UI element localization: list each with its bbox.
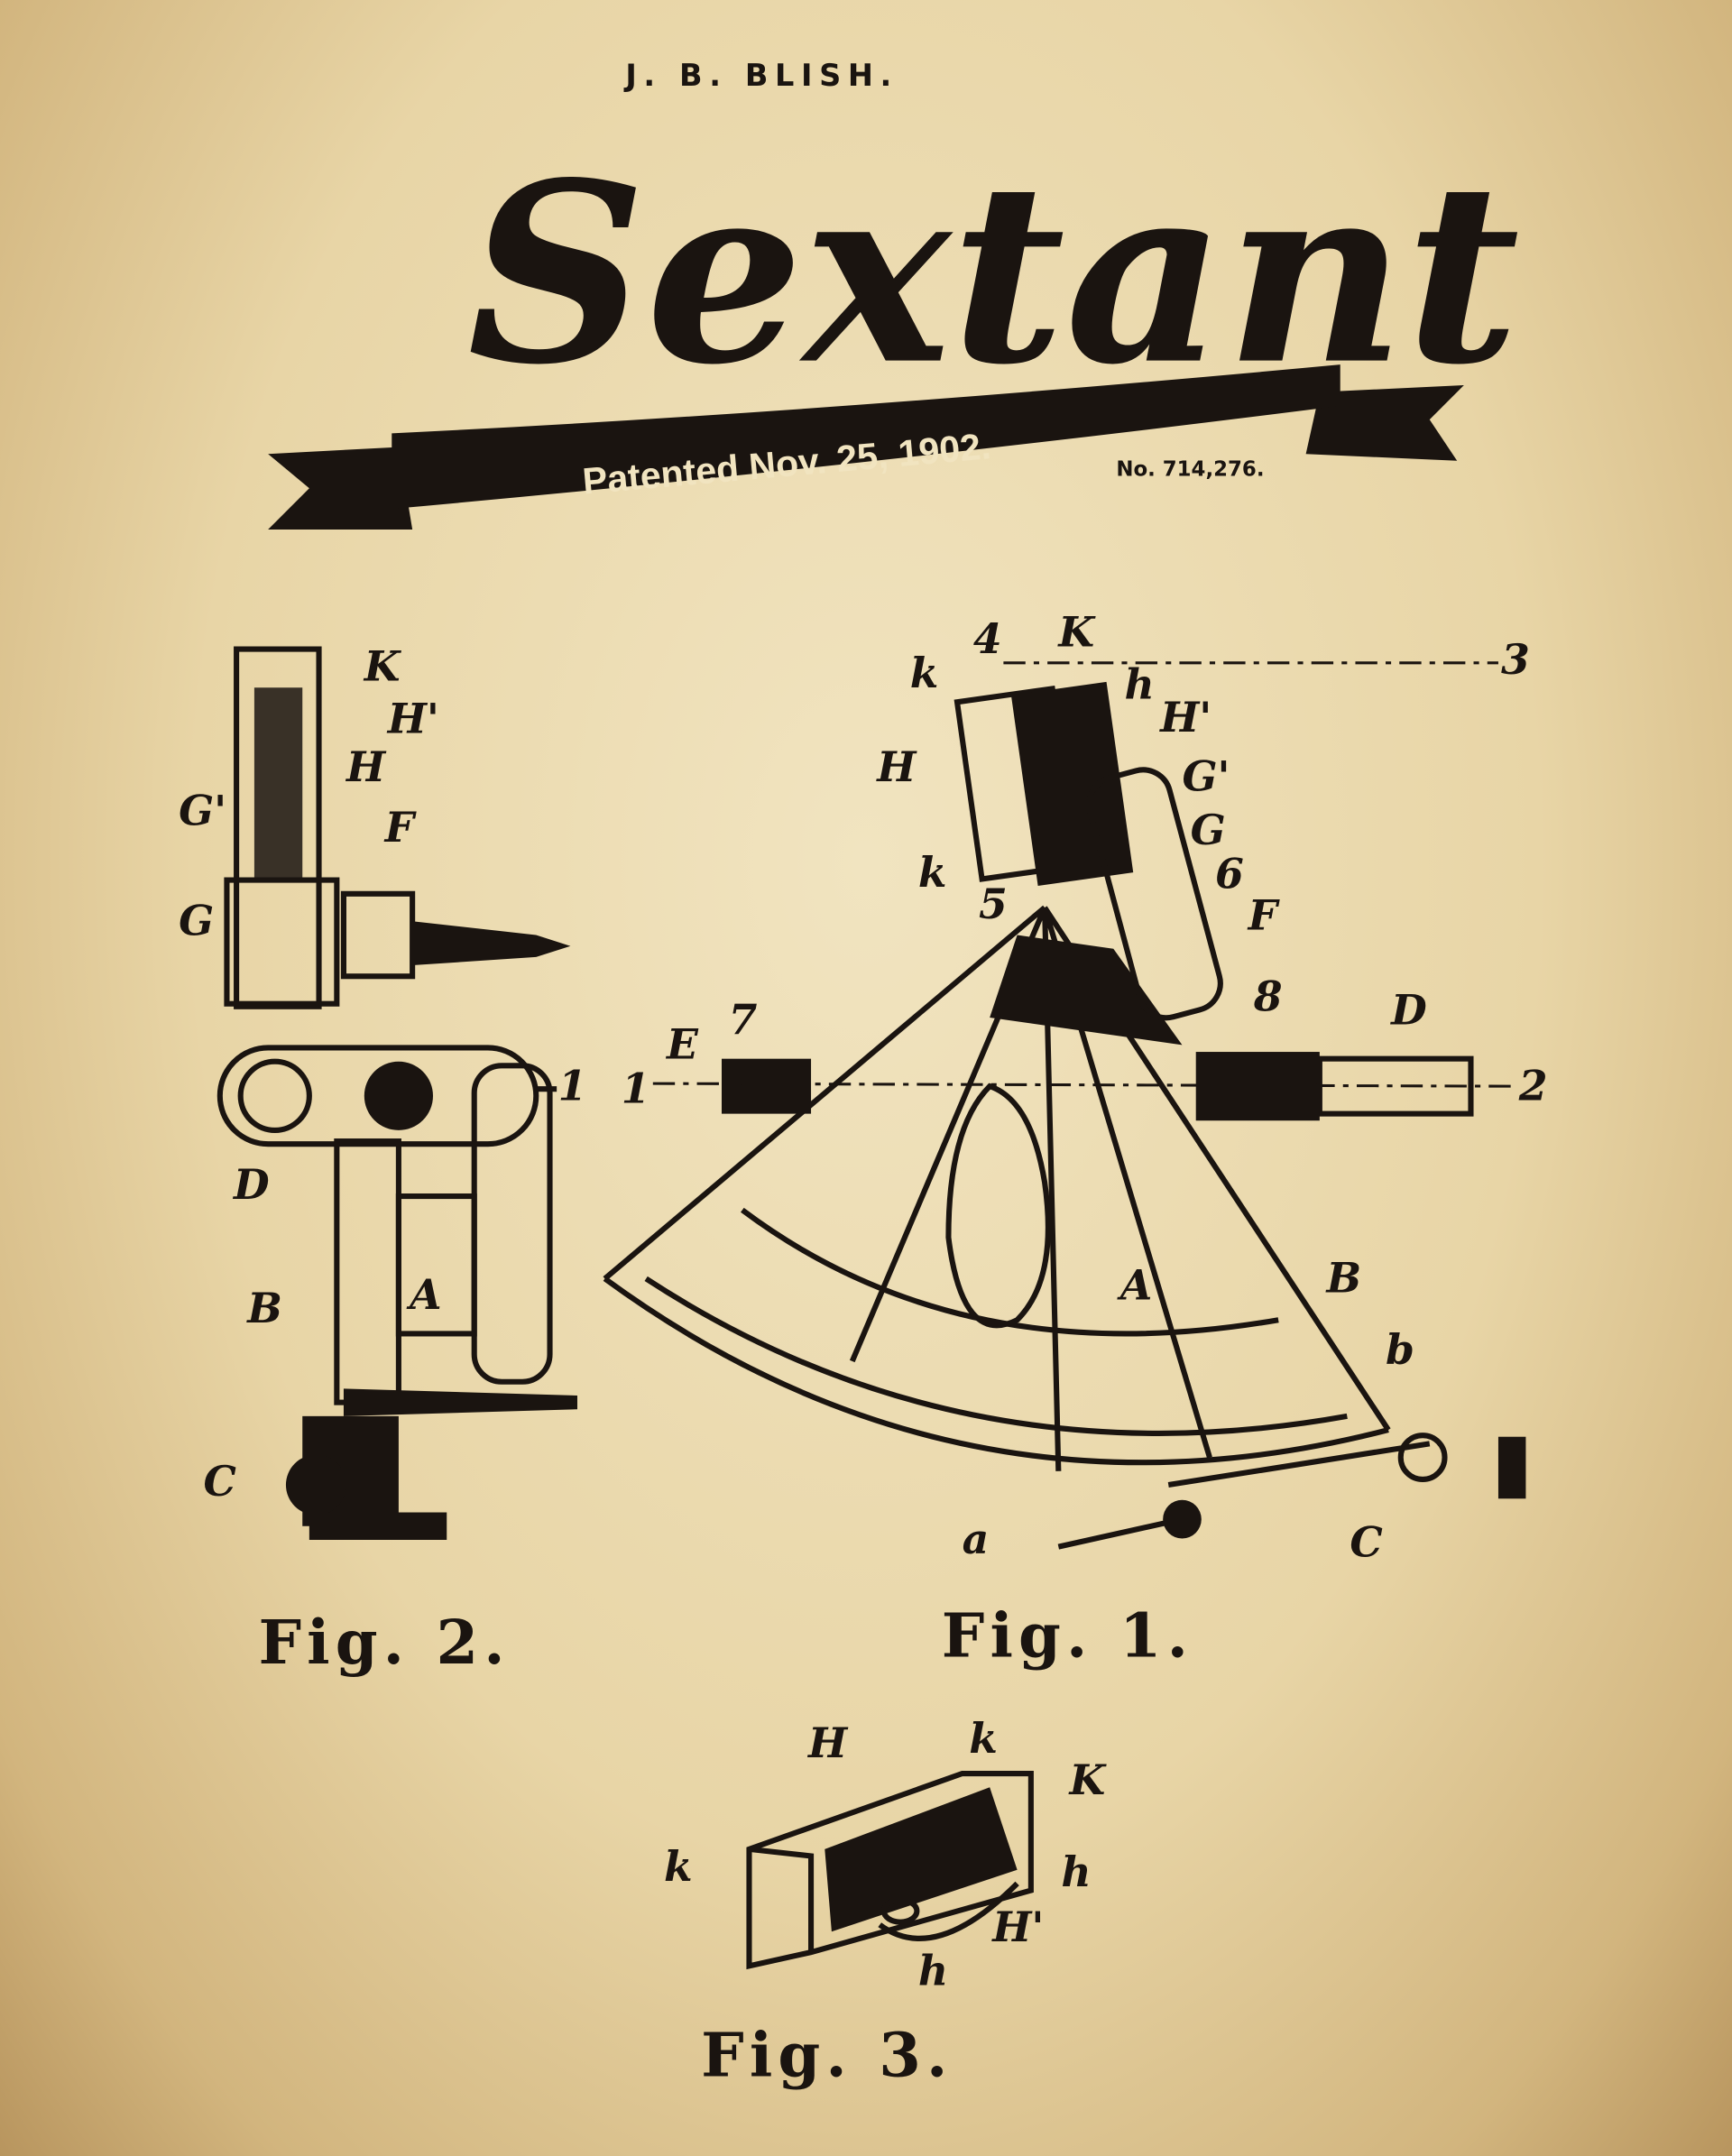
fig1-label-5: 5 [979, 880, 1008, 928]
fig2-label-F: F [383, 803, 418, 852]
fig1-label-H-prime: H' [1158, 693, 1211, 742]
fig1-label-k-mid: k [918, 848, 947, 897]
fig1-label-1: 1 [622, 1064, 650, 1112]
fig3-label-h-bottom: h [918, 1947, 948, 1995]
fig1-label-7: 7 [729, 995, 758, 1044]
fig1-label-G-prime: G' [1182, 752, 1230, 801]
fig1-label-A: A [1117, 1260, 1152, 1309]
figure-1-drawing [603, 661, 1526, 1550]
fig1-label-4: 4 [973, 614, 1002, 663]
fig1-label-K: K [1056, 608, 1096, 657]
fig1-label-D: D [1389, 986, 1427, 1035]
fig1-label-C: C [1350, 1517, 1382, 1566]
fig2-label-B: B [245, 1284, 282, 1332]
fig1-label-H: H [875, 742, 917, 791]
banner-right-tail [1305, 385, 1464, 461]
fig2-label-K: K [363, 642, 402, 691]
patent-number: No. 714,276. [1116, 458, 1264, 482]
fig3-label-K: K [1068, 1755, 1108, 1804]
fig3-label-k-top: k [969, 1714, 998, 1763]
fig1-label-6: 6 [1215, 850, 1244, 898]
fig1-label-E: E [665, 1020, 699, 1069]
title-block: J. B. BLISH. Sextant Patented Nov. 25, 1… [268, 58, 1520, 530]
figure-1-labels: K 4 k h H' H G' G 6 k 5 F 8 D E 7 1 2 3 … [622, 608, 1548, 1672]
fig2-label-G: G [179, 897, 214, 945]
fig1-label-a: a [963, 1515, 990, 1563]
fig2-label-D: D [232, 1160, 270, 1209]
figure-3-labels: H k K k h H' h Fig. 3. [664, 1714, 1108, 2090]
fig1-label-k-top: k [910, 649, 939, 697]
fig1-caption: Fig. 1. [942, 1600, 1193, 1672]
fig3-label-k-left: k [664, 1842, 693, 1891]
fig1-label-b: b [1386, 1325, 1414, 1374]
fig1-label-G: G [1191, 806, 1226, 854]
author-name: J. B. BLISH. [623, 58, 898, 93]
fig2-label-H-prime: H' [386, 695, 439, 743]
fig1-label-8: 8 [1253, 972, 1283, 1020]
fig1-label-h: h [1124, 659, 1154, 708]
figure-2-drawing [216, 646, 577, 1540]
fig3-label-H-prime: H' [990, 1903, 1044, 1951]
figure-2-labels: K H' H G' F G 1 D B A C Fig. 2. [179, 642, 586, 1679]
fig1-label-B: B [1324, 1254, 1361, 1303]
fig2-label-1: 1 [558, 1061, 587, 1110]
banner-ribbon [392, 364, 1340, 510]
fig2-caption: Fig. 2. [258, 1607, 510, 1678]
banner-left-tail [268, 447, 413, 530]
title-sextant: Sextant [467, 128, 1520, 419]
fig2-label-A: A [406, 1270, 441, 1319]
fig1-label-F: F [1247, 890, 1281, 939]
fig1-label-2: 2 [1518, 1061, 1548, 1110]
fig1-label-3: 3 [1501, 635, 1530, 684]
fig3-label-h-right: h [1061, 1847, 1091, 1896]
fig2-label-H: H [345, 742, 387, 791]
figure-3-drawing [746, 1770, 1034, 1970]
fig2-label-C: C [204, 1457, 236, 1506]
fig2-label-G-prime: G' [179, 787, 226, 835]
fig3-caption: Fig. 3. [701, 2019, 953, 2090]
fig3-label-H: H [806, 1718, 849, 1767]
